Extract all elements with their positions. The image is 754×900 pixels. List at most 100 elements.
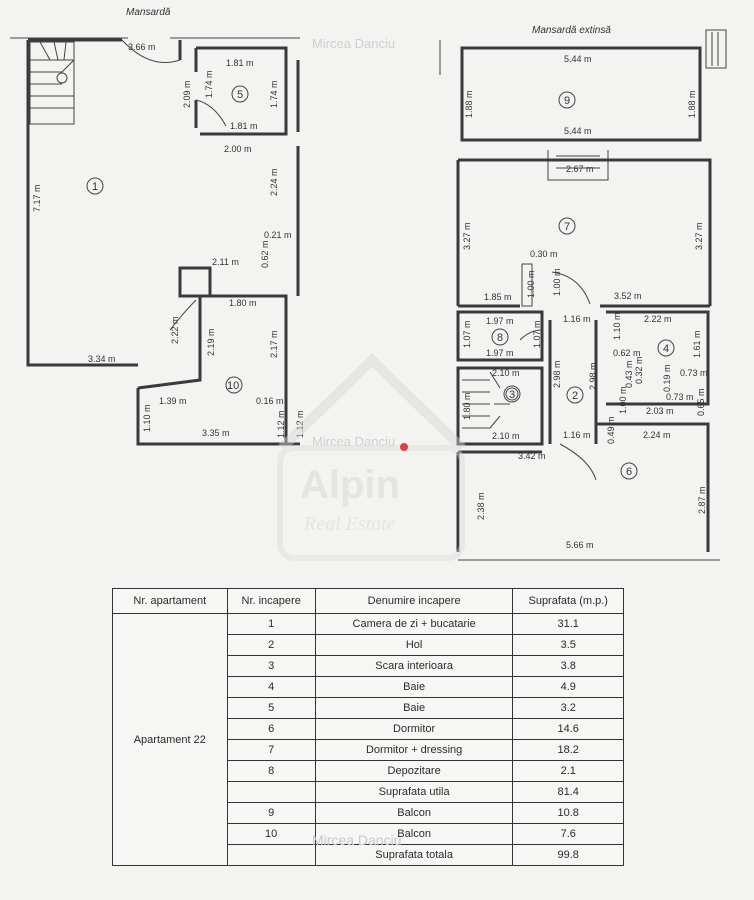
room-area-cell: 3.2	[512, 697, 624, 719]
room-area-cell: 18.2	[512, 739, 624, 761]
room-nr-cell: 9	[226, 802, 316, 824]
svg-text:1.10 m: 1.10 m	[142, 404, 152, 432]
svg-text:1.85 m: 1.85 m	[484, 292, 512, 302]
svg-text:5.44 m: 5.44 m	[564, 126, 592, 136]
room-number-5: 5	[231, 85, 249, 103]
room-number-10: 10	[225, 376, 243, 394]
svg-text:1.00 m: 1.00 m	[526, 270, 536, 298]
room-nr-cell: 8	[226, 760, 316, 782]
svg-text:1.74 m: 1.74 m	[269, 80, 279, 108]
svg-text:2.38 m: 2.38 m	[476, 492, 486, 520]
watermark-dot	[400, 443, 408, 451]
room-nr-cell: 7	[226, 739, 316, 761]
room-name-cell: Scara interioara	[314, 655, 514, 677]
svg-text:1.97 m: 1.97 m	[486, 316, 514, 326]
room-name-cell: Hol	[314, 634, 514, 656]
room-area-cell: 2.1	[512, 760, 624, 782]
table-row-total: Suprafata totala 99.8	[113, 844, 624, 866]
staircase-right-icon	[462, 371, 519, 429]
header-room-name: Denumire incapere	[314, 588, 514, 614]
svg-text:5: 5	[237, 89, 243, 101]
table-header-row: Nr. apartament Nr. incapere Denumire inc…	[112, 588, 624, 614]
svg-text:3: 3	[509, 389, 515, 401]
room-nr-cell: 3	[226, 655, 316, 677]
svg-text:3.27 m: 3.27 m	[694, 222, 704, 250]
svg-text:3.42 m: 3.42 m	[518, 451, 546, 461]
room-area-cell: 3.5	[512, 634, 624, 656]
svg-text:8: 8	[497, 332, 503, 344]
room-nr-cell	[226, 844, 316, 866]
room-number-4: 4	[657, 339, 675, 357]
room-nr-cell: 2	[226, 634, 316, 656]
table-row: 9 Balcon 10.8	[113, 802, 624, 824]
room-nr-cell: 4	[226, 676, 316, 698]
room-name-cell: Balcon	[314, 823, 514, 845]
svg-text:1: 1	[92, 181, 98, 193]
svg-text:0.19 m: 0.19 m	[662, 364, 672, 392]
svg-text:7.17 m: 7.17 m	[32, 184, 42, 212]
floor-plan: Mansardă 3.66 m 1.81 m 1.81 m 2.09 m 1.7…	[10, 7, 727, 561]
room-area-table: Nr. apartament Nr. incapere Denumire inc…	[112, 588, 624, 866]
svg-text:1.97 m: 1.97 m	[486, 348, 514, 358]
svg-text:1.81 m: 1.81 m	[230, 121, 258, 131]
room-name-cell: Dormitor + dressing	[314, 739, 514, 761]
svg-text:1.00 m: 1.00 m	[552, 268, 562, 296]
room-name-cell: Suprafata utila	[314, 781, 514, 803]
table-row: Apartament 22 1 Camera de zi + bucatarie…	[112, 613, 624, 866]
room-nr-cell: 10	[226, 823, 316, 845]
room-area-cell: 10.8	[512, 802, 624, 824]
room-area-cell: 3.8	[512, 655, 624, 677]
svg-text:6: 6	[626, 466, 632, 478]
svg-text:1.81 m: 1.81 m	[226, 58, 254, 68]
header-room-number: Nr. incapere	[226, 588, 316, 614]
svg-text:1.12 m: 1.12 m	[295, 410, 305, 438]
header-apartment: Nr. apartament	[112, 588, 228, 614]
svg-text:2.10 m: 2.10 m	[492, 368, 520, 378]
svg-text:1.88 m: 1.88 m	[687, 90, 697, 118]
svg-text:5.44 m: 5.44 m	[564, 54, 592, 64]
svg-text:Alpin: Alpin	[300, 463, 400, 507]
svg-text:1.80 m: 1.80 m	[229, 298, 257, 308]
room-name-cell: Baie	[314, 676, 514, 698]
svg-text:2.03 m: 2.03 m	[646, 406, 674, 416]
room-nr-cell	[226, 781, 316, 803]
svg-text:1.88 m: 1.88 m	[464, 90, 474, 118]
room-name-cell: Baie	[314, 697, 514, 719]
svg-text:2.22 m: 2.22 m	[170, 316, 180, 344]
svg-text:3.66 m: 3.66 m	[128, 42, 156, 52]
svg-text:1.12 m: 1.12 m	[276, 410, 286, 438]
svg-text:1.39 m: 1.39 m	[159, 396, 187, 406]
svg-text:2.24 m: 2.24 m	[269, 168, 279, 196]
svg-text:3.52 m: 3.52 m	[614, 291, 642, 301]
room-area-cell: 4.9	[512, 676, 624, 698]
svg-text:2.11 m: 2.11 m	[212, 257, 239, 267]
table-row-subtotal: Suprafata utila 81.4	[113, 781, 624, 803]
room-name-cell: Camera de zi + bucatarie	[314, 613, 514, 635]
svg-text:3.34 m: 3.34 m	[88, 354, 116, 364]
svg-text:1.16 m: 1.16 m	[563, 430, 591, 440]
apartment-cell: Apartament 22	[112, 613, 228, 866]
svg-text:2.19 m: 2.19 m	[206, 328, 216, 356]
svg-text:1.07 m: 1.07 m	[462, 320, 472, 348]
room-name-cell: Suprafata totala	[314, 844, 514, 866]
svg-text:0.62 m: 0.62 m	[613, 348, 641, 358]
svg-text:7: 7	[564, 221, 570, 233]
svg-text:0.32 m: 0.32 m	[634, 356, 644, 384]
room-number-1: 1	[86, 177, 104, 195]
svg-text:0.30 m: 0.30 m	[530, 249, 558, 259]
svg-text:2: 2	[572, 390, 578, 402]
svg-text:1.16 m: 1.16 m	[563, 314, 591, 324]
svg-text:10: 10	[227, 380, 239, 392]
table-row: 7 Dormitor + dressing 18.2	[113, 739, 624, 761]
room-name-cell: Dormitor	[314, 718, 514, 740]
svg-text:2.22 m: 2.22 m	[644, 314, 672, 324]
svg-text:2.09 m: 2.09 m	[182, 80, 192, 108]
svg-text:0.73 m: 0.73 m	[680, 368, 708, 378]
room-area-cell: 81.4	[512, 781, 624, 803]
svg-text:2.10 m: 2.10 m	[492, 431, 520, 441]
room-number-8: 8	[491, 328, 509, 346]
header-area: Suprafata (m.p.)	[512, 588, 624, 614]
room-area-cell: 14.6	[512, 718, 624, 740]
svg-text:2.67 m: 2.67 m	[566, 164, 594, 174]
room-area-cell: 7.6	[512, 823, 624, 845]
